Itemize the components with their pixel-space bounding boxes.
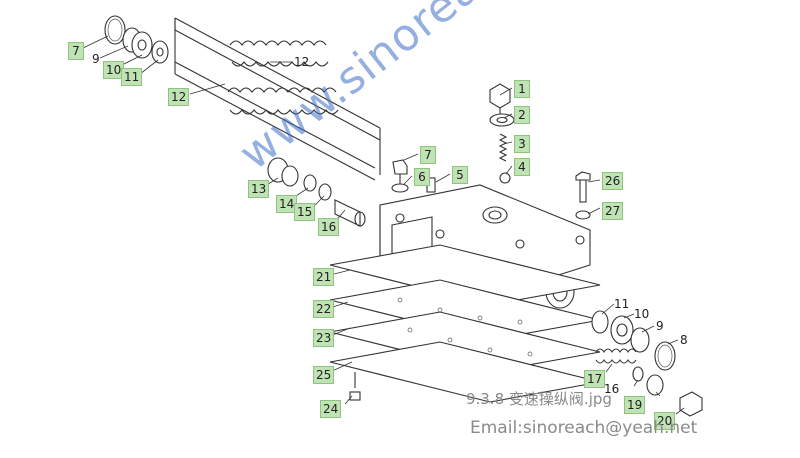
o-ring-15 (318, 183, 332, 201)
callout-13: 13 (248, 180, 270, 198)
spacer-9-right (630, 327, 650, 353)
bolt-1 (489, 83, 511, 114)
callout-1: 1 (514, 80, 530, 98)
plug-20 (679, 391, 703, 417)
callout-11-right: 11 (614, 297, 630, 311)
callout-23: 23 (313, 329, 335, 347)
callout-26: 26 (602, 172, 624, 190)
callout-10-top: 10 (103, 61, 125, 79)
callout-5: 5 (452, 166, 468, 184)
callout-6: 6 (414, 168, 430, 186)
callout-8-right: 8 (680, 333, 688, 347)
callout-24: 24 (320, 400, 342, 418)
callout-21: 21 (313, 268, 335, 286)
callout-2: 2 (514, 106, 530, 124)
callout-9-right: 9 (656, 319, 664, 333)
callout-14: 14 (276, 195, 298, 213)
bolt-26 (575, 171, 591, 203)
spacer-10-right (610, 315, 634, 345)
plug-13 (267, 157, 299, 187)
callout-20: 20 (654, 412, 676, 430)
callout-12-upper: 12 (294, 55, 310, 69)
callout-17: 17 (584, 370, 606, 388)
snap-ring-8-right (654, 341, 676, 371)
spool-valve-lower (174, 18, 376, 181)
spring-17 (595, 348, 637, 364)
callout-16-right: 16 (604, 382, 620, 396)
washer-2 (489, 113, 515, 127)
callout-15: 15 (294, 203, 316, 221)
callout-4: 4 (514, 158, 530, 176)
callout-16-left: 16 (318, 218, 340, 236)
callout-27: 27 (602, 202, 624, 220)
callout-22: 22 (313, 300, 335, 318)
callout-19: 19 (624, 396, 646, 414)
spool-16 (334, 199, 366, 227)
callout-11-top: 11 (121, 68, 143, 86)
o-ring-16-right (632, 366, 644, 382)
snap-ring-8-top (104, 15, 126, 45)
ball-4 (499, 172, 511, 184)
file-caption: 9.3.8 变速操纵阀.jpg (466, 390, 612, 408)
o-ring-14 (303, 174, 317, 192)
callout-10-right: 10 (634, 307, 650, 321)
callout-3: 3 (514, 135, 530, 153)
bolt-24 (349, 372, 361, 401)
spool-valve-upper (174, 17, 381, 175)
washer-11-top (151, 40, 169, 64)
callout-9-top: 9 (92, 52, 100, 66)
washer-11-right (591, 310, 609, 334)
washer-27 (575, 210, 591, 220)
callout-12-lower: 12 (168, 88, 190, 106)
email-caption: Email:sinoreach@yeah.net (470, 418, 698, 438)
callout-7: 7 (420, 146, 436, 164)
washer-6 (391, 183, 409, 193)
callout-8-top: 7 (68, 42, 84, 60)
spacer-9-top (122, 27, 153, 59)
spring-3 (498, 133, 508, 162)
callout-25: 25 (313, 366, 335, 384)
leader-lines (82, 35, 685, 415)
plug-19 (646, 374, 664, 396)
